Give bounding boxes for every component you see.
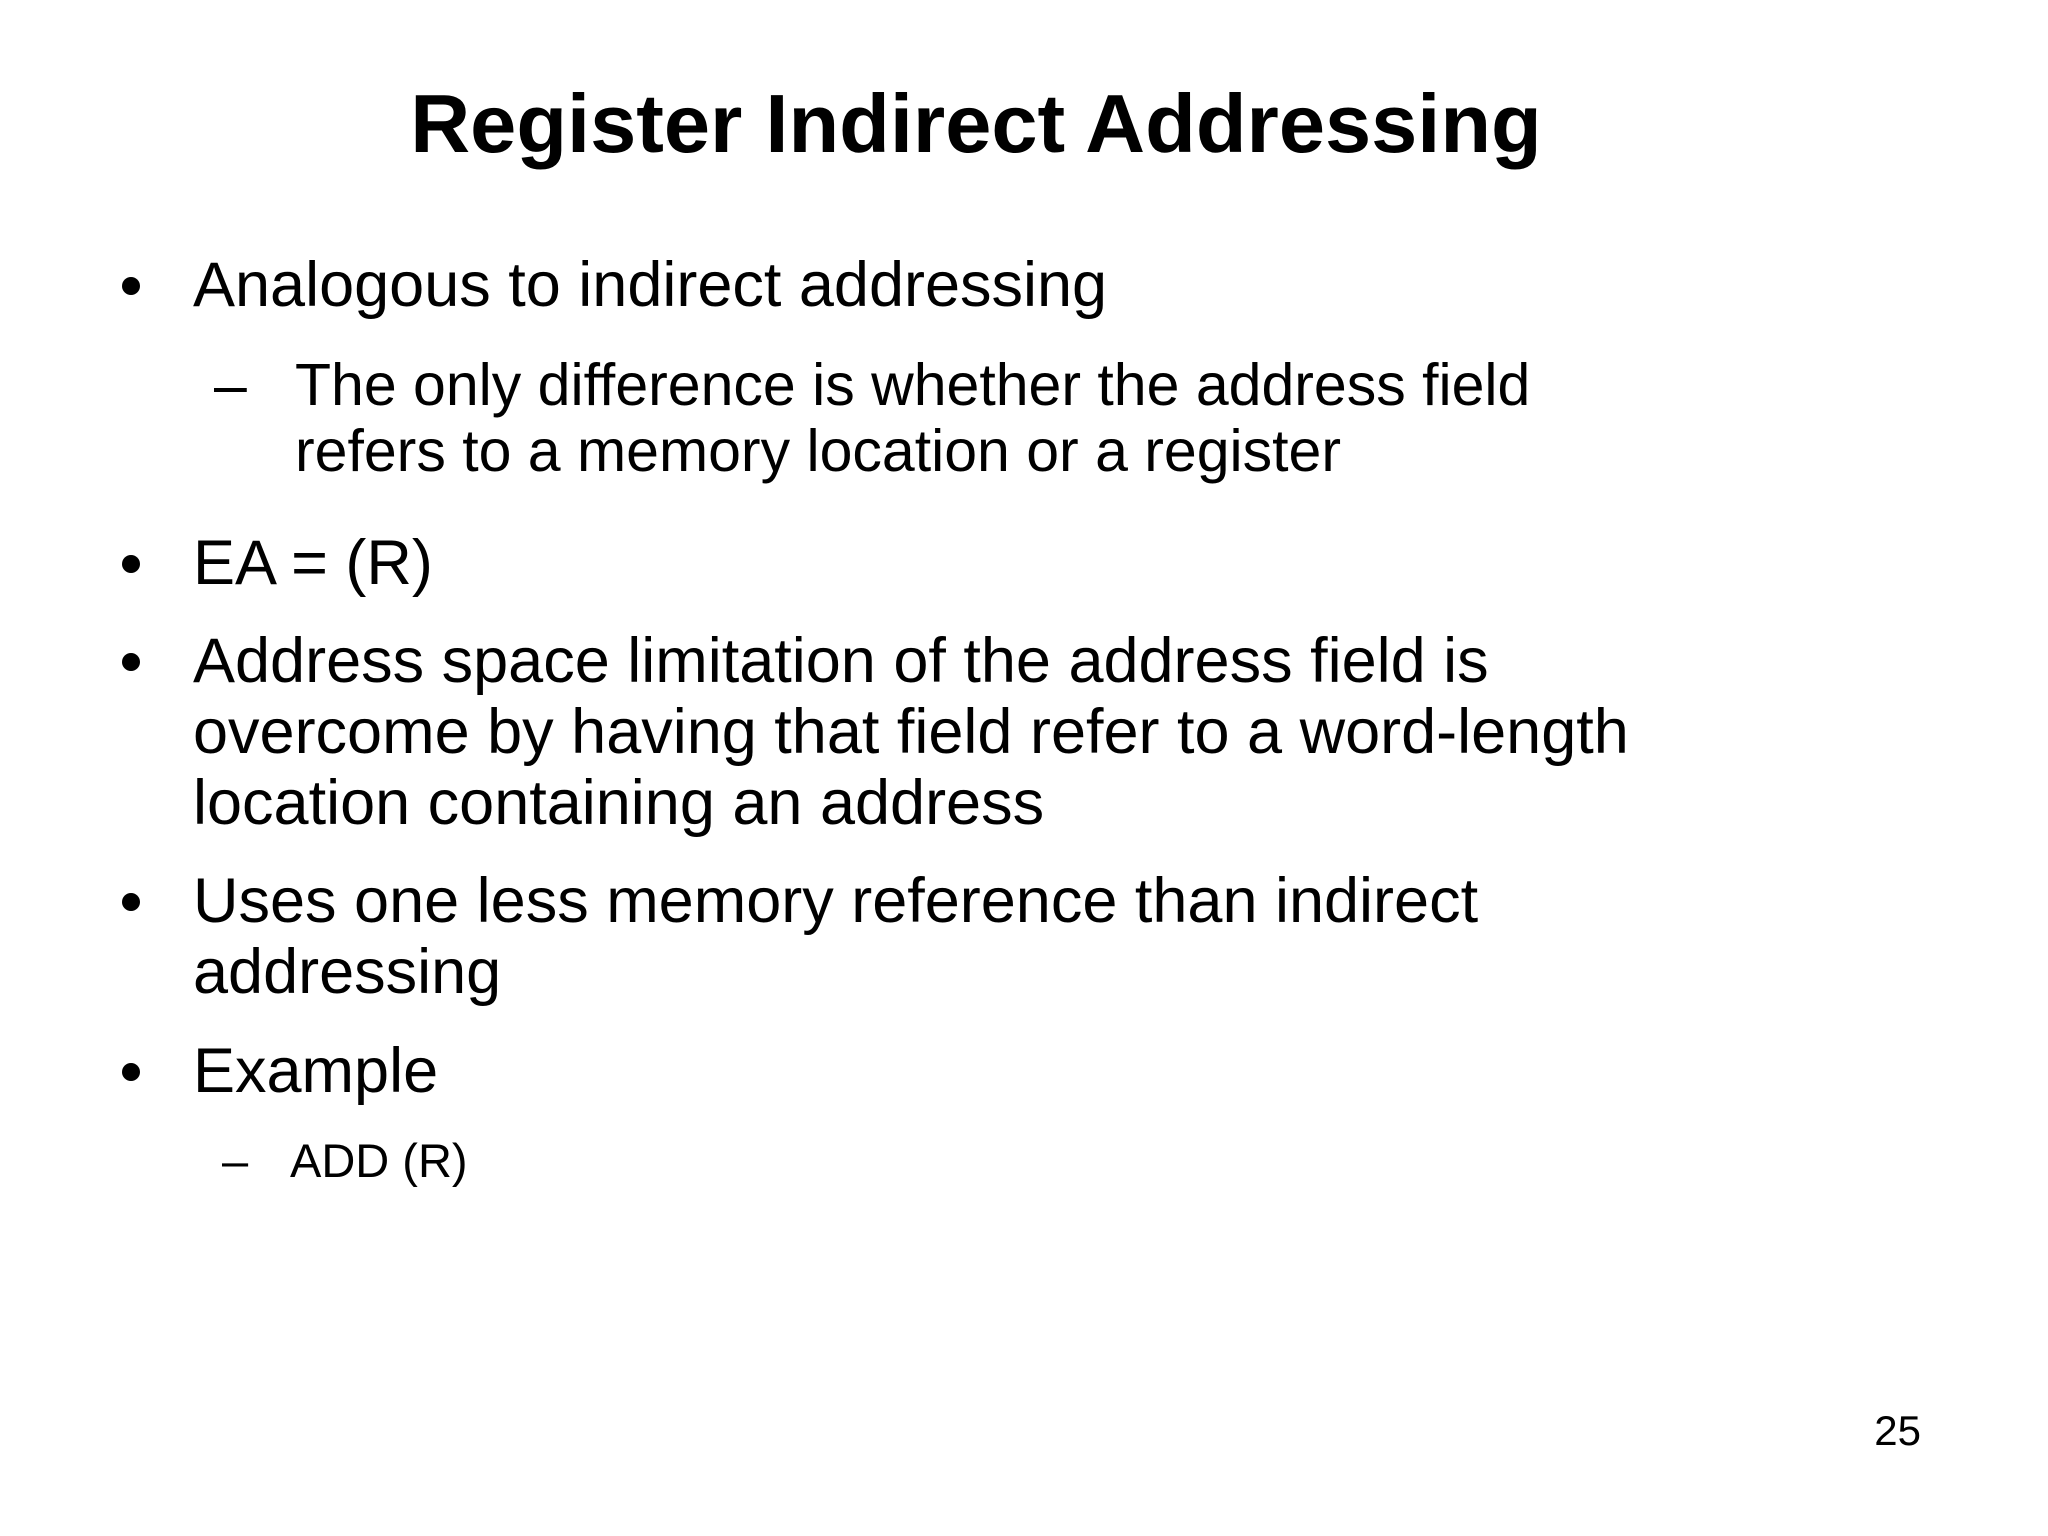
- bullet-dot-icon: [122, 277, 140, 295]
- bullet-line: Address space limitation of the address …: [193, 626, 1489, 696]
- dash-icon: –: [214, 352, 247, 418]
- dash-icon: –: [222, 1134, 249, 1187]
- bullet-item: Uses one less memory reference than indi…: [0, 866, 2048, 1008]
- bullet-line: ADD (R): [290, 1134, 468, 1187]
- bullet-line: Uses one less memory reference than indi…: [193, 866, 1479, 936]
- sub-bullet-item: – The only difference is whether the add…: [0, 352, 2048, 484]
- bullet-line: EA = (R): [193, 528, 433, 598]
- bullet-dot-icon: [122, 893, 140, 911]
- page-number: 25: [1874, 1407, 1921, 1454]
- bullet-line: refers to a memory location or a registe…: [295, 418, 1342, 484]
- bullet-item: Example: [0, 1036, 2048, 1107]
- bullet-dot-icon: [122, 1063, 140, 1081]
- bullet-line: The only difference is whether the addre…: [295, 352, 1531, 418]
- bullet-dot-icon: [122, 555, 140, 573]
- bullet-item: Analogous to indirect addressing: [0, 250, 2048, 321]
- bullet-line: Analogous to indirect addressing: [193, 250, 1108, 320]
- bullet-line: Example: [193, 1036, 439, 1106]
- slide-title: Register Indirect Addressing: [410, 77, 1542, 170]
- bullet-line: overcome by having that field refer to a…: [193, 697, 1629, 767]
- bullet-item: EA = (R): [0, 528, 2048, 599]
- slide-body: Analogous to indirect addressing – The o…: [0, 250, 2048, 1187]
- bullet-dot-icon: [122, 653, 140, 671]
- sub-bullet-item: – ADD (R): [0, 1134, 2048, 1187]
- bullet-item: Address space limitation of the address …: [0, 626, 2048, 839]
- bullet-line: location containing an address: [193, 768, 1045, 838]
- bullet-line: addressing: [193, 937, 502, 1007]
